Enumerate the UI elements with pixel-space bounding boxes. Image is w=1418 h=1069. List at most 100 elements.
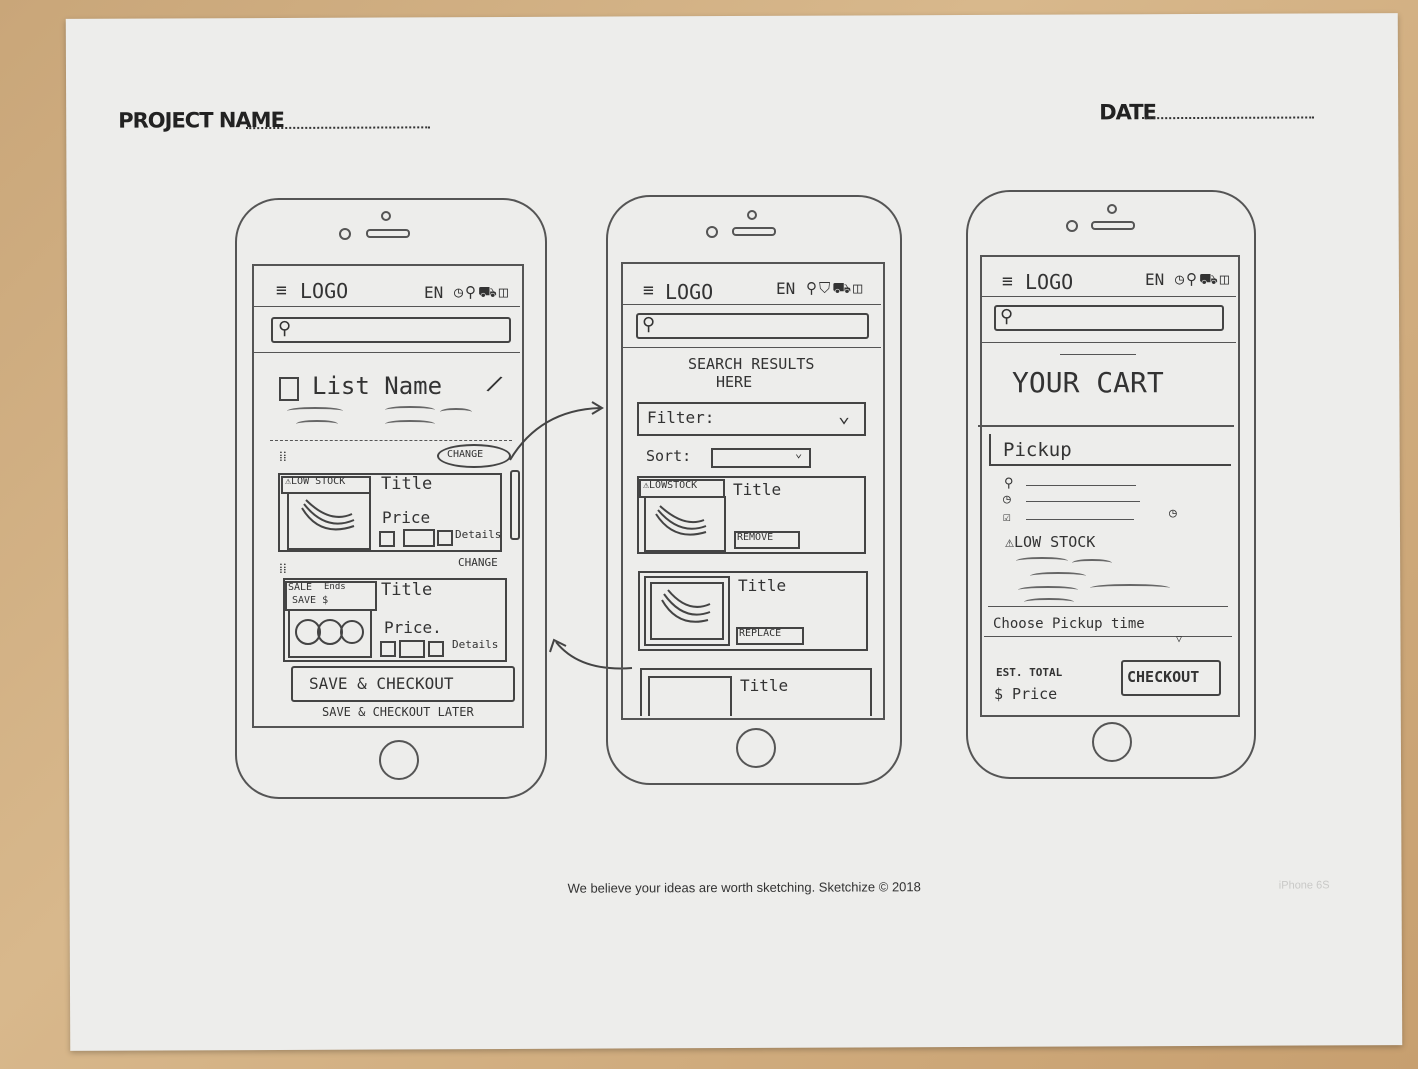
quantity-input[interactable] xyxy=(399,640,425,658)
details-link[interactable]: Details xyxy=(455,528,502,541)
home-button[interactable] xyxy=(1092,722,1132,762)
result-title: Title xyxy=(733,480,782,499)
item-title: Title xyxy=(381,580,433,600)
search-input[interactable] xyxy=(271,317,511,343)
nav-divider xyxy=(982,296,1236,297)
location-icon: ⚲ xyxy=(1004,476,1014,491)
search-input[interactable] xyxy=(994,305,1224,331)
quantity-input[interactable] xyxy=(403,529,435,547)
heading-mark xyxy=(1060,354,1136,355)
drag-handle-icon[interactable]: ⁞⁞ xyxy=(279,449,287,465)
result-title: Title xyxy=(740,676,789,695)
checkout-button[interactable] xyxy=(1121,660,1221,696)
list-title: List Name xyxy=(312,372,443,400)
sale-badge-label: SALE xyxy=(288,582,313,593)
low-stock-text: LOWSTOCK xyxy=(649,480,698,491)
list-item-card[interactable] xyxy=(278,473,502,552)
increment-button[interactable] xyxy=(428,641,444,657)
section-divider xyxy=(988,606,1228,607)
details-link[interactable]: Details xyxy=(452,638,499,651)
home-button[interactable] xyxy=(736,728,776,768)
drag-handle-icon[interactable]: ⁞⁞ xyxy=(279,561,287,577)
result-card[interactable] xyxy=(640,668,872,716)
increment-button[interactable] xyxy=(437,530,453,546)
tooltip-pointer-icon: ▽ xyxy=(1176,634,1183,645)
low-stock-text: LOW STOCK xyxy=(291,476,346,487)
warning-scribble xyxy=(1016,557,1068,565)
info-icon[interactable]: ◷ xyxy=(1169,506,1177,521)
logo[interactable]: LOGO xyxy=(300,279,349,303)
cart-heading: YOUR CART xyxy=(1012,366,1164,399)
apple-icon xyxy=(295,619,364,645)
menu-icon[interactable]: ≡ xyxy=(1002,271,1013,292)
filter-dropdown[interactable] xyxy=(637,402,866,436)
chevron-down-icon: ⌄ xyxy=(838,403,851,427)
menu-icon[interactable]: ≡ xyxy=(643,280,654,301)
search-icon: ⚲ xyxy=(1000,306,1014,327)
nav-icons[interactable]: ◷⚲⛟◫ xyxy=(454,283,510,301)
speaker-icon xyxy=(1091,221,1135,230)
nav-icons[interactable]: ⚲⛉⛟◫ xyxy=(806,279,865,297)
banana-image xyxy=(287,492,371,550)
section-divider xyxy=(984,636,1232,637)
speaker-icon xyxy=(732,227,776,236)
sale-ends-label: Ends xyxy=(324,582,346,592)
search-input[interactable] xyxy=(636,313,869,339)
checkbox-icon[interactable]: ☑ xyxy=(1003,510,1011,525)
low-stock-warning: ⚠LOW STOCK xyxy=(1005,533,1096,551)
language-selector[interactable]: EN xyxy=(776,279,796,298)
language-selector[interactable]: EN xyxy=(1145,270,1165,289)
list-item-card[interactable] xyxy=(283,578,507,662)
low-stock-text: LOW STOCK xyxy=(1014,533,1096,551)
checkout-label: CHECKOUT xyxy=(1127,668,1200,686)
save-checkout-label: SAVE & CHECKOUT xyxy=(309,674,454,693)
hours-line xyxy=(1026,501,1140,502)
list-icon xyxy=(279,377,299,401)
menu-icon[interactable]: ≡ xyxy=(276,280,287,301)
replace-button[interactable] xyxy=(736,627,804,645)
home-button[interactable] xyxy=(379,740,419,780)
option-line xyxy=(1026,519,1134,520)
nav-icons[interactable]: ◷⚲⛟◫ xyxy=(1175,270,1231,288)
pickup-time-link[interactable]: Choose Pickup time xyxy=(993,616,1145,632)
warning-scribble xyxy=(1018,586,1078,594)
filter-label: Filter: xyxy=(647,408,715,427)
speaker-icon xyxy=(366,229,410,238)
item-price: Price. xyxy=(384,618,442,637)
section-divider xyxy=(270,440,512,441)
sensor-icon xyxy=(1107,204,1117,214)
result-card[interactable] xyxy=(638,571,868,651)
food-image xyxy=(648,676,732,716)
camera-icon xyxy=(706,226,718,238)
phone-screen xyxy=(252,264,524,728)
language-selector[interactable]: EN xyxy=(424,283,444,302)
phone-screen xyxy=(980,255,1240,717)
search-divider xyxy=(982,342,1236,343)
results-heading: SEARCH RESULTS xyxy=(688,355,815,373)
change-button-label: CHANGE xyxy=(447,449,484,460)
sort-select[interactable] xyxy=(711,448,811,468)
save-later-link[interactable]: SAVE & CHECKOUT LATER xyxy=(322,705,474,719)
change-button[interactable] xyxy=(437,444,511,468)
warning-scribble xyxy=(1030,572,1086,580)
low-stock-badge-label: ⚠LOWSTOCK xyxy=(643,480,698,491)
result-card[interactable] xyxy=(637,476,866,554)
address-line xyxy=(1026,485,1136,486)
logo[interactable]: LOGO xyxy=(1025,270,1074,294)
est-total-label: EST. TOTAL xyxy=(996,666,1063,679)
low-stock-badge-label: ⚠LOW STOCK xyxy=(285,476,346,487)
scrollbar[interactable] xyxy=(510,470,520,540)
change-link[interactable]: CHANGE xyxy=(458,556,498,569)
decrement-button[interactable] xyxy=(380,641,396,657)
phone-frame xyxy=(966,190,1256,779)
search-icon: ⚲ xyxy=(278,318,292,339)
item-price: Price xyxy=(382,508,431,527)
remove-button[interactable] xyxy=(734,531,800,549)
nav-divider xyxy=(623,304,881,305)
logo[interactable]: LOGO xyxy=(665,280,714,304)
save-checkout-button[interactable] xyxy=(291,666,515,702)
pickup-section[interactable] xyxy=(989,434,1231,466)
decrement-button[interactable] xyxy=(379,531,395,547)
banana-icon xyxy=(661,589,711,623)
sort-label: Sort: xyxy=(646,447,692,465)
